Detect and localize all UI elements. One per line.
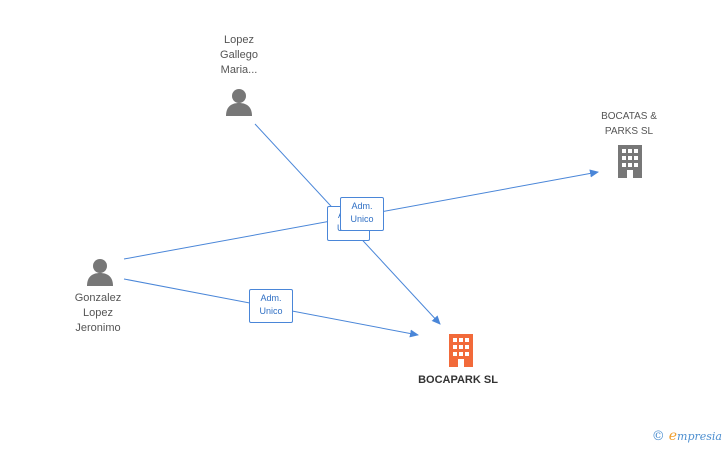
node-label-lopez[interactable]: Lopez Gallego Maria... xyxy=(220,34,258,76)
person-icon[interactable] xyxy=(87,259,113,286)
building-icon[interactable] xyxy=(618,145,642,178)
node-label-bocapark[interactable]: BOCAPARK SL xyxy=(418,374,498,386)
edge-badge[interactable]: Adm. Unico xyxy=(249,289,293,323)
edge-badge-line2: Unico xyxy=(350,214,374,224)
edge-badge-line2: Unico xyxy=(259,306,283,316)
copyright-icon: © xyxy=(651,429,665,444)
edge-badge[interactable]: Adm. Unico xyxy=(340,197,384,231)
node-label-gonzalez[interactable]: Gonzalez Lopez Jeronimo xyxy=(74,292,122,334)
building-main-icon[interactable] xyxy=(449,334,473,367)
node-label-bocatas[interactable]: BOCATAS & PARKS SL xyxy=(601,111,657,137)
watermark: ©empresia xyxy=(652,428,722,444)
edge-badge-line1: Adm. xyxy=(260,293,282,303)
brand-name: mpresia xyxy=(677,430,722,443)
brand-initial: e xyxy=(668,428,678,444)
person-icon[interactable] xyxy=(226,89,252,116)
edge-badge-line1: Adm. xyxy=(351,201,373,211)
